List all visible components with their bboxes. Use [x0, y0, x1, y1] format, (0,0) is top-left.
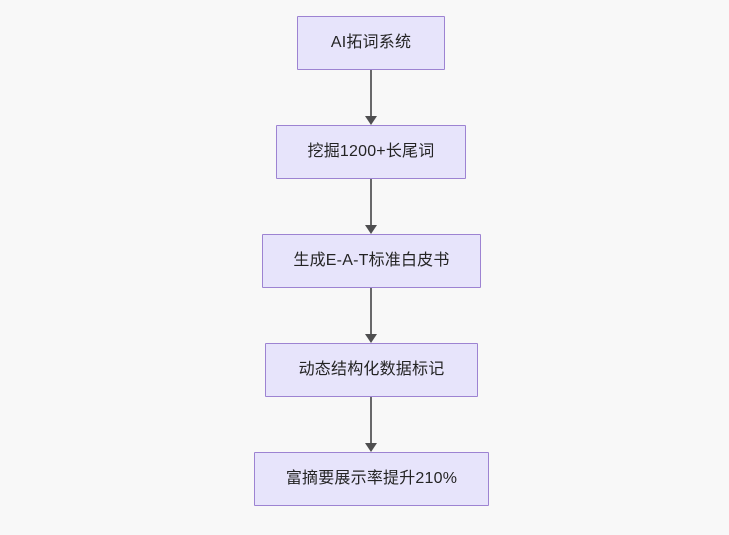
- flow-edge-4-arrowhead: [365, 443, 377, 452]
- flow-edge-3-arrowhead: [365, 334, 377, 343]
- flow-node-generate-eat-whitepaper[interactable]: 生成E-A-T标准白皮书: [262, 234, 481, 288]
- flow-node-dynamic-structured-data-markup[interactable]: 动态结构化数据标记: [265, 343, 478, 397]
- flow-node-mine-longtail-keywords[interactable]: 挖掘1200+长尾词: [276, 125, 466, 179]
- flow-edge-2-arrowhead: [365, 225, 377, 234]
- flow-edge-3: [365, 288, 377, 343]
- flow-node-label: AI拓词系统: [330, 34, 412, 51]
- flow-edge-4-line: [370, 397, 372, 444]
- flow-node-label: 动态结构化数据标记: [298, 361, 445, 378]
- flow-edge-2: [365, 179, 377, 234]
- flow-edge-3-line: [370, 288, 372, 335]
- flow-node-ai-keyword-system[interactable]: AI拓词系统: [297, 16, 445, 70]
- flow-node-label: 富摘要展示率提升210%: [285, 470, 458, 487]
- flow-edge-1-line: [370, 70, 372, 117]
- flow-node-rich-snippet-impression-uplift[interactable]: 富摘要展示率提升210%: [254, 452, 489, 506]
- flow-node-label: 生成E-A-T标准白皮书: [293, 252, 450, 269]
- flow-edge-1: [365, 70, 377, 125]
- flow-node-label: 挖掘1200+长尾词: [307, 143, 435, 160]
- flow-edge-4: [365, 397, 377, 452]
- flow-edge-2-line: [370, 179, 372, 226]
- flow-edge-1-arrowhead: [365, 116, 377, 125]
